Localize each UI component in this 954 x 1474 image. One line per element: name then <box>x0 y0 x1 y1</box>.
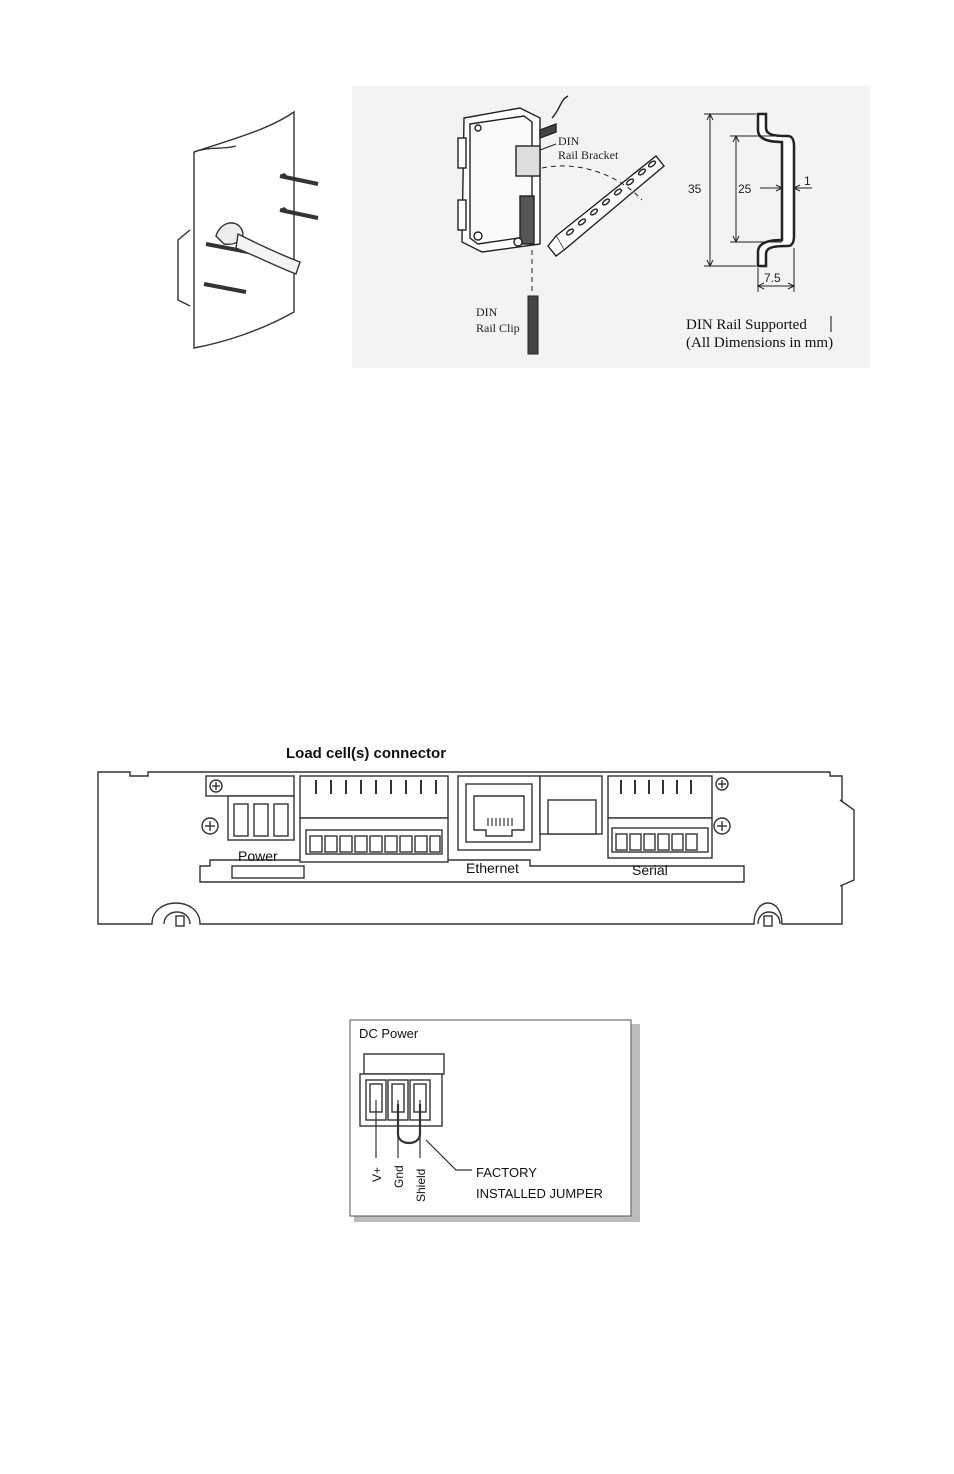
bracket-label-line2: Rail Bracket <box>558 148 619 162</box>
power-label: Power <box>238 848 278 864</box>
dc-power-diagram: DC Power V+ Gnd Shield FACTORY INSTALLED… <box>350 1020 640 1222</box>
din-caption-line1: DIN Rail Supported <box>686 317 807 333</box>
clip-label-line1: DIN <box>476 305 498 319</box>
jumper-label-line2: INSTALLED JUMPER <box>476 1186 603 1201</box>
load-cell-terminal <box>300 776 448 862</box>
din-caption-line2: (All Dimensions in mm) <box>686 335 833 351</box>
wall-mount-illustration <box>178 112 318 348</box>
dc-power-terminal-block <box>360 1054 444 1126</box>
serial-label: Serial <box>632 862 668 878</box>
pin-label-gnd: Gnd <box>392 1165 406 1188</box>
dim-thickness: 1 <box>804 174 811 188</box>
din-rail-clip <box>528 296 538 354</box>
bracket-label-line1: DIN <box>558 134 580 148</box>
pin-label-shield: Shield <box>414 1169 428 1202</box>
jumper-label-line1: FACTORY <box>476 1165 537 1180</box>
clip-label-line2: Rail Clip <box>476 321 520 335</box>
connector-panel-drawing <box>98 772 854 926</box>
dim-height-inner: 25 <box>738 182 752 196</box>
dim-depth: 7.5 <box>764 271 781 285</box>
pin-label-vplus: V+ <box>370 1167 384 1182</box>
dc-power-title: DC Power <box>359 1026 419 1041</box>
ethernet-port <box>458 776 540 850</box>
dim-height-outer: 35 <box>688 182 702 196</box>
load-cell-connector-title: Load cell(s) connector <box>286 745 446 762</box>
serial-terminal <box>608 776 712 858</box>
ethernet-label: Ethernet <box>466 860 519 876</box>
